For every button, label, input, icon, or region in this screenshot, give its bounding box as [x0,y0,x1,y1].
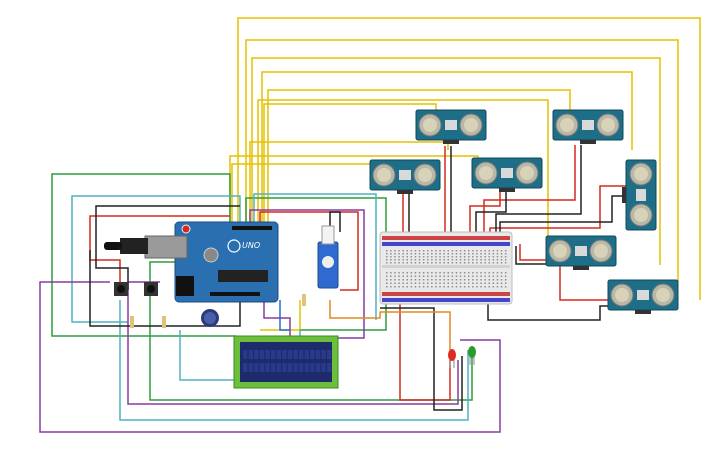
wire-red [469,190,501,236]
wire-yellow [245,39,679,282]
wire-green [245,197,387,331]
wire-green [149,261,473,401]
wire-yellow [249,141,449,230]
wire-black [495,145,582,240]
wire-yellow [237,17,701,300]
wire-yellow [267,89,571,230]
ultrasonic-sensor [607,279,679,314]
servo-motor [317,225,339,289]
wire-purple [39,281,501,433]
wire-teal [119,300,469,421]
wire-purple [127,281,459,405]
wire-purple [263,300,291,336]
ultrasonic-sensor [369,159,441,194]
wire-black [380,307,463,411]
wire-yellow [263,103,437,230]
resistor [162,316,166,328]
wire-black [95,205,240,290]
wire-red [259,211,359,291]
ultrasonic-sensors [369,109,679,314]
wire-teal [253,193,377,320]
arduino-board: UNO [104,221,279,303]
red-led [448,349,456,368]
resistor [130,316,134,328]
ultrasonic-sensor [545,235,617,270]
wire-purple [249,209,365,339]
ultrasonic-sensor [471,157,543,192]
wire-orange [329,300,451,350]
lcd-cells [243,350,332,372]
resistor [302,294,306,306]
wire-blue [279,300,290,331]
arduino-logo-text: UNO [242,241,260,250]
green-led [468,346,476,365]
wire-yellow [261,71,633,230]
wire-yellow [229,155,479,230]
potentiometer [201,309,219,327]
wire-red [483,145,576,236]
wire-yellow [257,99,549,245]
breadboard [379,231,513,305]
ultrasonic-sensor [622,159,657,231]
wire-black [499,195,630,240]
push-button [144,282,158,296]
wires [39,17,701,433]
wire-black [329,211,341,232]
ultrasonic-sensor [552,109,624,144]
wire-black [475,190,507,240]
ultrasonic-sensor [415,109,487,144]
wire-red [489,185,630,238]
wire-red [380,299,451,401]
breadboard-holes [386,250,507,288]
lcd-display [233,335,339,389]
push-button [114,282,128,296]
wire-yellow [251,57,661,265]
